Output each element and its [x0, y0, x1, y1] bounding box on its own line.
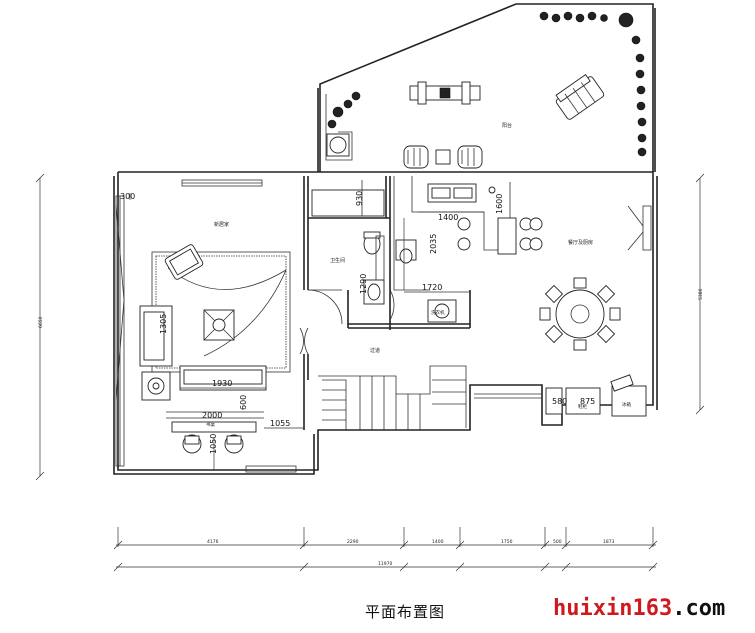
dim-bottom-4: 1750	[501, 539, 513, 545]
plant-icon	[327, 11, 647, 157]
dim-930: 930	[355, 191, 364, 206]
dim-580: 580	[552, 397, 567, 406]
dim-bottom-5: 500	[553, 539, 562, 545]
terrace-planters	[325, 11, 647, 161]
dim-1720: 1720	[422, 283, 442, 292]
dim-right-total: 5380	[698, 288, 704, 300]
armchair-icon	[164, 244, 204, 280]
page-title: 平面布置图	[365, 603, 446, 621]
staircase	[318, 365, 542, 430]
dim-tick	[561, 562, 571, 572]
watermark: huixin163.com	[553, 596, 725, 621]
dim-1290: 1290	[359, 274, 368, 294]
dim-bottom-6: 1873	[603, 539, 615, 545]
dim-1055: 1055	[270, 419, 290, 428]
room-label-laundry: 洗衣机	[431, 309, 445, 316]
dim-1600: 1600	[495, 194, 504, 214]
dim-bottom-2: 2290	[347, 539, 359, 545]
watermark-brand: huixin163	[553, 596, 673, 621]
dim-1305: 1305	[159, 314, 168, 334]
exterior-walls	[113, 3, 658, 475]
bathroom	[311, 180, 417, 305]
room-label-fridge: 冰箱	[622, 401, 631, 408]
dim-bottom-3: 1400	[432, 539, 444, 545]
exercise-bench-icon	[409, 81, 481, 105]
dim-875: 875	[580, 397, 595, 406]
dim-2035: 2035	[429, 234, 438, 254]
room-label-terrace: 阳台	[502, 122, 512, 129]
dim-1400: 1400	[438, 213, 458, 222]
dim-600: 600	[239, 395, 248, 410]
outer-dimensions: 6650 5380 4176 2290 1400 1750 500 1873 1…	[35, 173, 705, 572]
room-label-bathroom: 卫生间	[330, 257, 345, 264]
dim-tick	[540, 562, 550, 572]
dim-tick	[455, 562, 465, 572]
room-label-living: 新居家	[214, 221, 229, 228]
study-desk	[166, 417, 264, 454]
side-table-icon	[141, 371, 171, 401]
dim-bottom-1: 4176	[207, 539, 219, 545]
dim-300: 300	[120, 192, 135, 201]
interior-dimensions: 300 930 1400 1600 2035 1290 1720 1305 19…	[120, 191, 595, 470]
watermark-suffix: .com	[672, 596, 726, 621]
dim-tick	[113, 562, 123, 572]
dim-2000: 2000	[202, 411, 222, 420]
dining-table-icon	[539, 277, 621, 351]
dim-bottom-total: 11970	[378, 561, 392, 567]
dim-tick	[399, 562, 409, 572]
sofa-icon	[139, 305, 267, 391]
dim-1930: 1930	[212, 379, 232, 388]
room-label-dining: 餐厅及厨房	[568, 239, 593, 246]
windows	[115, 179, 652, 473]
room-label-corridor: 过道	[370, 347, 380, 354]
dim-tick	[299, 562, 309, 572]
living-room	[139, 244, 291, 401]
interior-walls	[303, 176, 471, 430]
dim-1050: 1050	[209, 434, 218, 454]
terrace-chairs	[403, 145, 483, 169]
doors	[299, 289, 395, 355]
dim-tick	[648, 562, 658, 572]
dim-left-total: 6650	[38, 316, 44, 328]
sink-icon	[363, 279, 385, 305]
laundry	[427, 299, 457, 323]
room-label-shoe: 鞋柜	[578, 403, 587, 410]
room-label-study: 书桌	[206, 421, 215, 428]
lounge-chair-icon	[555, 73, 605, 120]
coffee-table-icon	[203, 309, 235, 341]
kitchen	[393, 176, 543, 291]
shoe-cabinet	[545, 374, 647, 417]
